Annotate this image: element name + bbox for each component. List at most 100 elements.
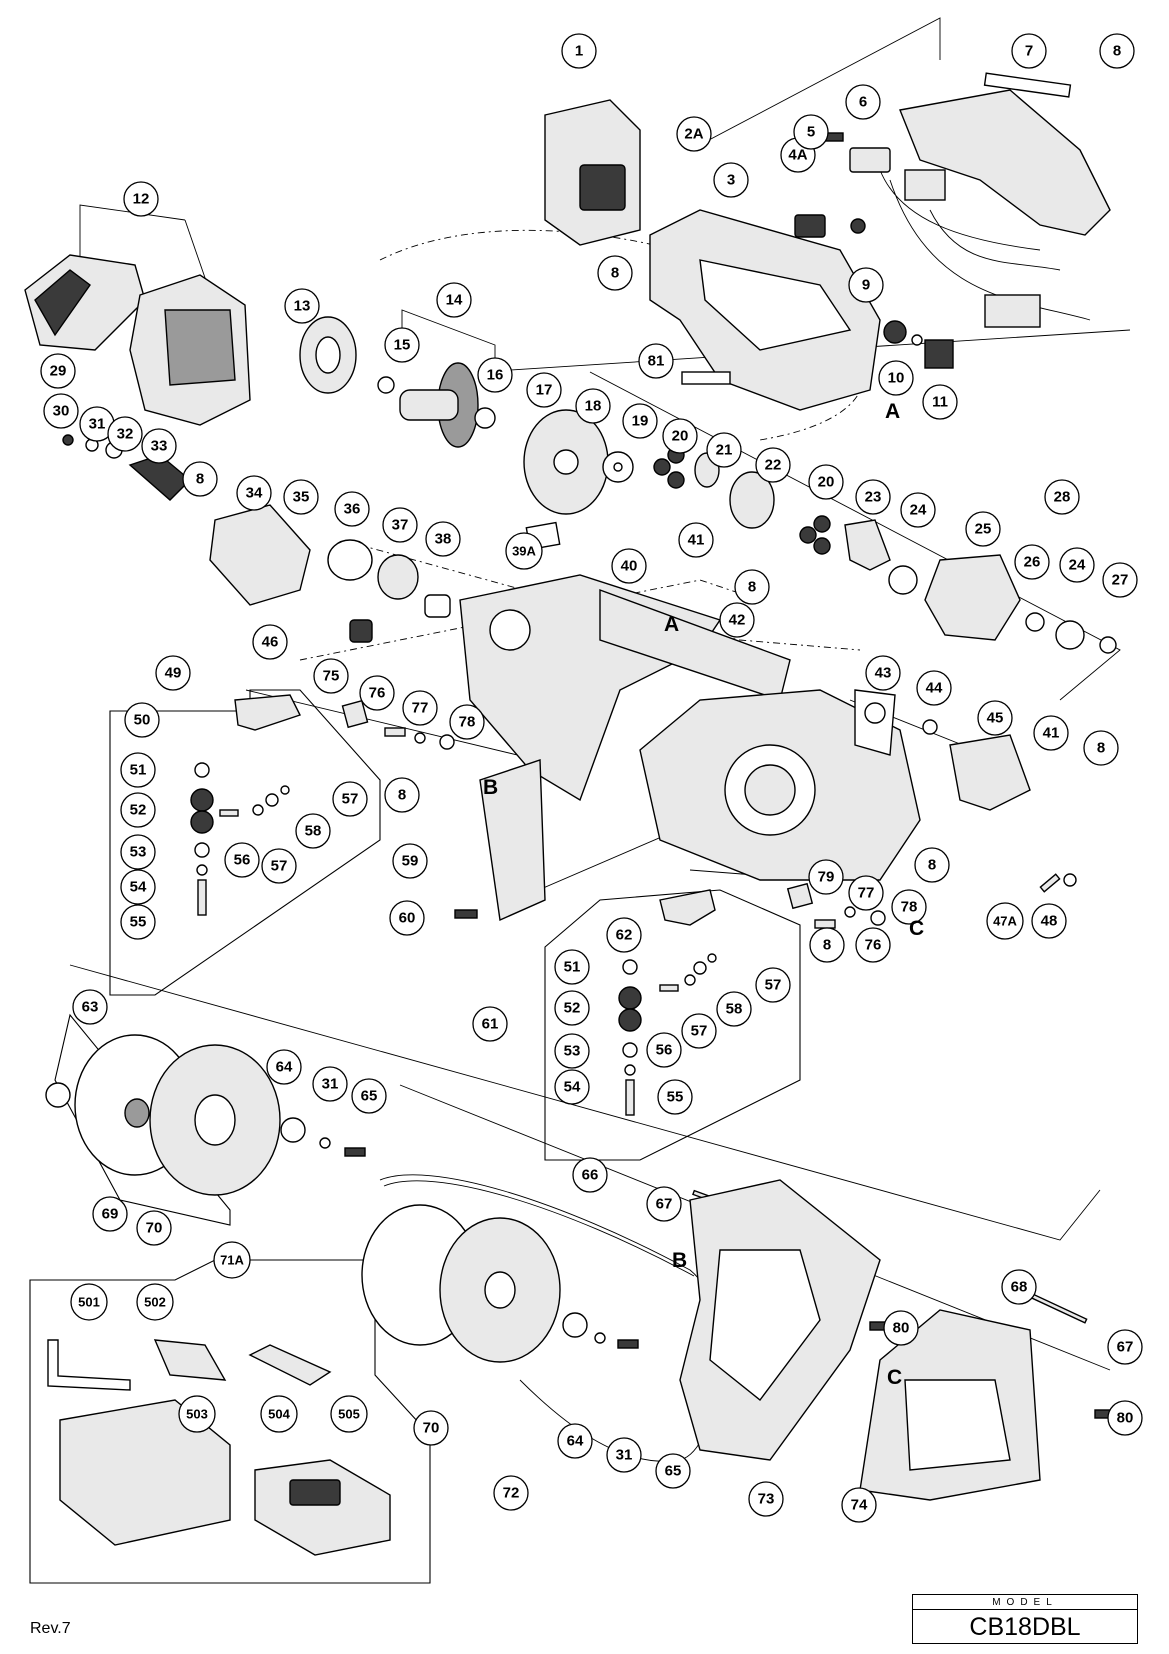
callout-label: 8 [823, 937, 831, 954]
revision-label: Rev.7 [30, 1620, 71, 1637]
callout-label: 502 [144, 1295, 166, 1310]
callout-64: 64 [557, 1423, 593, 1459]
callout-label: 10 [888, 370, 905, 387]
callout-label: 64 [276, 1059, 293, 1076]
reference-letter-A: A [664, 613, 679, 636]
callout-label: 67 [656, 1196, 673, 1213]
callout-59: 59 [392, 843, 428, 879]
callout-504: 504 [260, 1395, 298, 1433]
callout-label: 22 [765, 457, 782, 474]
callout-label: 18 [585, 398, 602, 415]
callout-label: 57 [765, 977, 782, 994]
callout-6: 6 [845, 84, 881, 120]
callout-55: 55 [657, 1079, 693, 1115]
callout-51: 51 [120, 752, 156, 788]
callout-42: 42 [719, 602, 755, 638]
callout-80: 80 [1107, 1400, 1143, 1436]
spindle-23 [844, 519, 891, 571]
callout-70: 70 [136, 1210, 172, 1246]
knob-10 [883, 320, 907, 344]
callout-label: 51 [130, 762, 147, 779]
callout-label: 3 [727, 172, 735, 189]
callout-41: 41 [678, 522, 714, 558]
callout-36: 36 [334, 491, 370, 527]
callout-label: 58 [726, 1001, 743, 1018]
callout-43: 43 [865, 655, 901, 691]
callout-18: 18 [575, 388, 611, 424]
callout-8: 8 [809, 927, 845, 963]
callout-72: 72 [493, 1475, 529, 1511]
callout-label: 50 [134, 712, 151, 729]
callout-79: 79 [808, 859, 844, 895]
callout-35: 35 [283, 479, 319, 515]
callout-label: 19 [632, 413, 649, 430]
callout-label: 504 [268, 1407, 290, 1422]
bracket-75 [341, 699, 369, 729]
callout-label: 54 [130, 879, 147, 896]
callout-label: 81 [648, 353, 665, 370]
callout-8: 8 [734, 569, 770, 605]
callout-22: 22 [755, 447, 791, 483]
callout-32: 32 [107, 416, 143, 452]
callout-23: 23 [855, 479, 891, 515]
callout-label: 1 [575, 43, 583, 60]
callout-label: 70 [423, 1420, 440, 1437]
callout-label: 61 [482, 1016, 499, 1033]
callout-24: 24 [900, 492, 936, 528]
reference-letter-B: B [672, 1249, 687, 1272]
callout-38: 38 [425, 521, 461, 557]
callout-8: 8 [914, 847, 950, 883]
callout-label: 80 [893, 1320, 910, 1337]
callout-label: 24 [1069, 557, 1086, 574]
callout-label: 28 [1054, 489, 1071, 506]
callout-label: 76 [369, 685, 386, 702]
callout-39A: 39A [505, 532, 543, 570]
callout-label: 79 [818, 869, 835, 886]
callout-9: 9 [848, 267, 884, 303]
callout-label: 71A [220, 1253, 244, 1268]
callout-34: 34 [236, 475, 272, 511]
callout-label: 76 [865, 937, 882, 954]
callout-53: 53 [120, 834, 156, 870]
callout-label: 501 [78, 1295, 100, 1310]
callout-label: 8 [1113, 43, 1121, 60]
callout-76: 76 [855, 927, 891, 963]
callout-label: 43 [875, 665, 892, 682]
reference-letter-C: C [887, 1366, 902, 1389]
washer-44 [922, 719, 938, 735]
callout-label: 24 [910, 502, 927, 519]
carrying-case-503 [59, 1399, 231, 1546]
accessory-502 [153, 1339, 227, 1381]
callout-81: 81 [638, 343, 674, 379]
callout-label: 55 [130, 914, 147, 931]
washer-64b [562, 1312, 588, 1338]
block-50 [234, 694, 301, 731]
callout-31: 31 [606, 1437, 642, 1473]
callout-label: 48 [1041, 913, 1058, 930]
callout-62: 62 [606, 917, 642, 953]
callout-label: 8 [611, 265, 619, 282]
callout-503: 503 [178, 1395, 216, 1433]
callout-label: 45 [987, 710, 1004, 727]
callout-label: 56 [656, 1042, 673, 1059]
callout-label: 4A [788, 147, 807, 164]
charger-504 [254, 1459, 391, 1556]
callout-55: 55 [120, 904, 156, 940]
model-name: CB18DBL [969, 1613, 1081, 1641]
callout-label: 21 [716, 442, 733, 459]
callout-7: 7 [1011, 33, 1047, 69]
callout-label: 8 [196, 471, 204, 488]
callout-66: 66 [572, 1157, 608, 1193]
label-81 [681, 371, 731, 385]
callout-60: 60 [389, 900, 425, 936]
callout-73: 73 [748, 1481, 784, 1517]
callout-label: 505 [338, 1407, 360, 1422]
parts [24, 72, 1117, 1556]
callout-52: 52 [120, 792, 156, 828]
grip-505 [248, 1344, 332, 1386]
callout-label: 44 [926, 680, 943, 697]
callout-25: 25 [965, 511, 1001, 547]
